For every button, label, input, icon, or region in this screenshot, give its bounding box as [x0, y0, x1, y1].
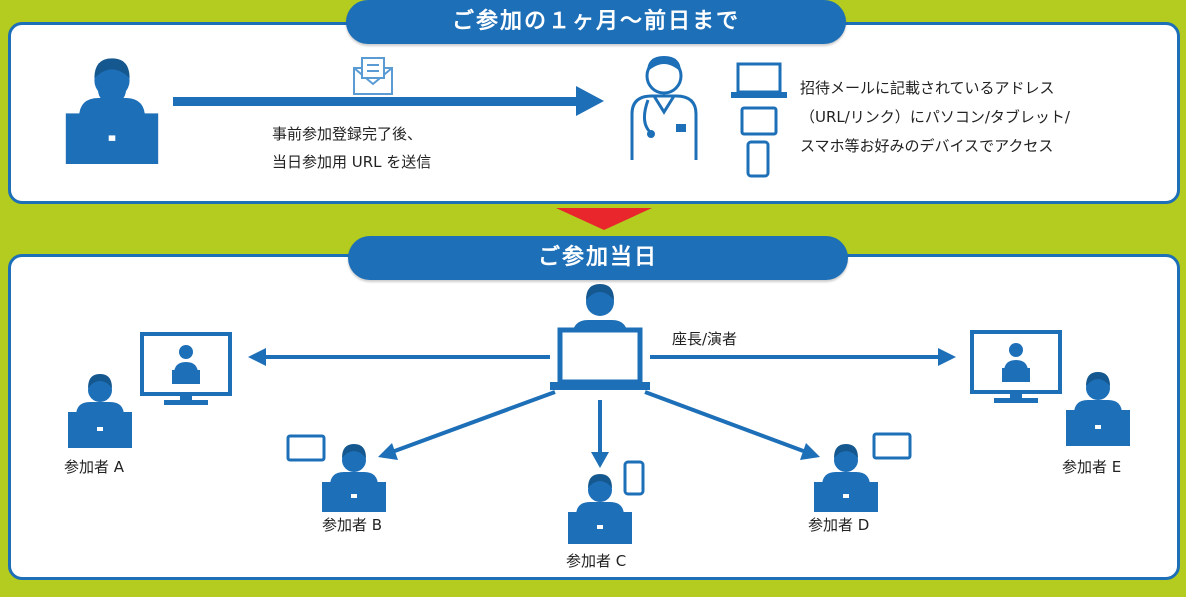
envelope-icon: [353, 57, 393, 95]
access-caption-line-2: （URL/リンク）にパソコン/タブレット/: [800, 108, 1070, 126]
participant-a-label: 参加者 A: [64, 458, 125, 476]
participant-e-icon: [1066, 372, 1130, 446]
distribution-arrows: [248, 348, 956, 468]
tablet-icon: [740, 106, 778, 136]
participant-c-label: 参加者 C: [566, 552, 627, 570]
send-caption: 事前参加登録完了後、 当日参加用 URL を送信: [272, 120, 431, 176]
access-caption-line-3: スマホ等お好みのデバイスでアクセス: [800, 137, 1054, 155]
send-caption-line-2: 当日参加用 URL を送信: [272, 153, 432, 171]
send-arrow: [173, 86, 604, 116]
down-arrow-icon: [556, 208, 652, 230]
event-day-title: ご参加当日: [348, 236, 848, 280]
smartphone-icon: [746, 140, 770, 178]
pre-event-title: ご参加の１ヶ月～前日まで: [346, 0, 846, 44]
participant-e-label: 参加者 E: [1062, 458, 1122, 476]
doctor-icon: [630, 56, 698, 160]
participant-b-label: 参加者 B: [322, 516, 383, 534]
presenter-label: 座長/演者: [672, 330, 738, 348]
send-caption-line-1: 事前参加登録完了後、: [272, 125, 423, 143]
access-caption: 招待メールに記載されているアドレス （URL/リンク）にパソコン/タブレット/ …: [800, 74, 1070, 161]
participant-d-icon: [814, 444, 878, 512]
participant-d-label: 参加者 D: [808, 516, 870, 534]
presenter-icon: [550, 284, 650, 390]
access-caption-line-1: 招待メールに記載されているアドレス: [800, 79, 1055, 97]
participant-b-icon: [322, 444, 386, 512]
laptop-icon: [731, 62, 787, 98]
participant-a-icon: [68, 374, 132, 448]
participant-c-icon: [568, 474, 632, 544]
sender-icon: [65, 58, 159, 164]
